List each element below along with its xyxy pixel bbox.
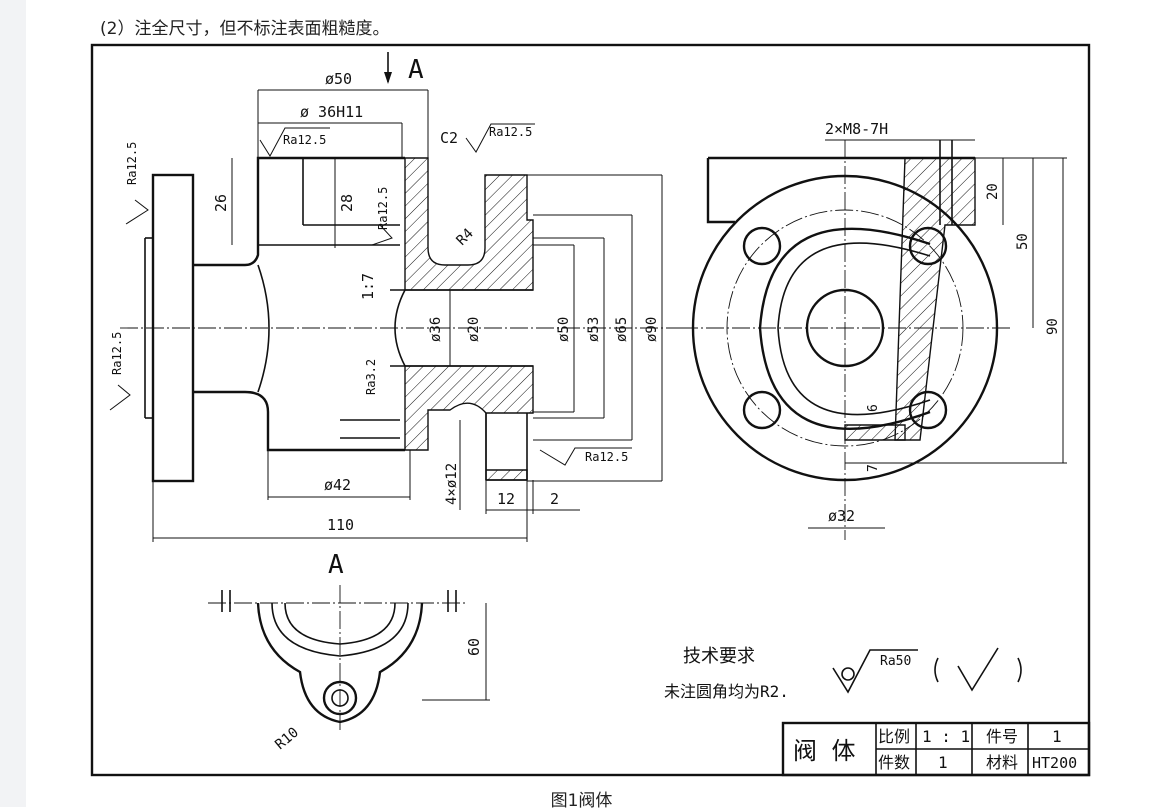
dim-c2: C2 bbox=[440, 129, 458, 147]
dim-r10: R10 bbox=[272, 725, 302, 754]
section-label-a-top: A bbox=[408, 55, 424, 85]
qty-value: 1 bbox=[938, 753, 948, 772]
notes-line1: 未注圆角均为R2. bbox=[664, 682, 789, 701]
dim-d50-right: 50 bbox=[1015, 233, 1031, 250]
dim-d53: ø53 bbox=[586, 317, 602, 342]
dim-d90: ø90 bbox=[644, 317, 660, 342]
dim-d6: 6 bbox=[866, 404, 881, 412]
notes-title: 技术要求 bbox=[683, 646, 755, 667]
dim-d28: 28 bbox=[338, 194, 356, 212]
ra-label-f: Ra3.2 bbox=[364, 359, 378, 395]
dim-d36h11: ø 36H11 bbox=[300, 103, 363, 121]
ra-label-a: Ra12.5 bbox=[283, 133, 326, 147]
left-margin-strip bbox=[0, 0, 26, 807]
side-view: 2×M8-7H 20 50 90 6 7 ø32 bbox=[680, 120, 1067, 540]
dim-d26: 26 bbox=[212, 194, 230, 212]
dim-d50-top: ø50 bbox=[325, 70, 352, 88]
material-value: HT200 bbox=[1032, 754, 1077, 772]
qty-label: 件数 bbox=[878, 753, 910, 772]
ra-label-e: Ra12.5 bbox=[376, 187, 390, 230]
dim-d50: ø50 bbox=[556, 317, 572, 342]
part-no-value: 1 bbox=[1052, 727, 1062, 746]
instruction-text: (2）注全尺寸，但不标注表面粗糙度。 bbox=[100, 19, 390, 39]
dim-thread: 2×M8-7H bbox=[825, 120, 888, 138]
dim-d7: 7 bbox=[866, 464, 881, 472]
dim-d36: ø36 bbox=[428, 317, 444, 342]
part-no-label: 件号 bbox=[986, 727, 1018, 746]
figure-caption: 图1阀体 bbox=[550, 791, 613, 811]
dim-d20-right: 20 bbox=[985, 183, 1001, 200]
technical-notes: 技术要求 未注圆角均为R2. Ra50 bbox=[664, 646, 1022, 701]
ra50-label: Ra50 bbox=[880, 654, 911, 669]
dim-d90-right: 90 bbox=[1045, 318, 1061, 335]
scale-label: 比例 bbox=[878, 727, 910, 746]
ra-label-b: Ra12.5 bbox=[489, 125, 532, 139]
drawing-frame bbox=[90, 43, 1091, 777]
main-view-dimensions: ø50 ø 36H11 C2 26 28 1:7 R4 ø36 ø20 ø50 … bbox=[152, 70, 663, 542]
scale-value: 1 : 1 bbox=[922, 727, 970, 746]
material-label: 材料 bbox=[986, 753, 1018, 772]
section-arrow-a: A bbox=[384, 52, 424, 85]
dim-d65: ø65 bbox=[614, 317, 630, 342]
dim-taper: 1:7 bbox=[359, 273, 377, 300]
dim-d42: ø42 bbox=[324, 476, 351, 494]
view-a: A 60 R10 bbox=[208, 550, 490, 753]
view-a-label: A bbox=[328, 550, 344, 580]
dim-holes: 4×ø12 bbox=[444, 463, 460, 505]
dim-d110: 110 bbox=[327, 516, 354, 534]
dim-d20: ø20 bbox=[466, 317, 482, 342]
dim-d12: 12 bbox=[497, 490, 515, 508]
dim-d32: ø32 bbox=[828, 507, 855, 525]
part-name: 阀 体 bbox=[793, 737, 855, 765]
dim-r4: R4 bbox=[454, 226, 477, 249]
ra-label-g: Ra12.5 bbox=[585, 450, 628, 464]
title-block: 阀 体 比例 1 : 1 件数 1 件号 1 材料 HT200 bbox=[781, 721, 1091, 777]
ra-label-d: Ra12.5 bbox=[110, 332, 124, 375]
dim-d2: 2 bbox=[550, 490, 559, 508]
ra-label-c: Ra12.5 bbox=[125, 142, 139, 185]
dim-d60: 60 bbox=[465, 638, 483, 656]
main-section-view bbox=[120, 156, 680, 483]
roughness-symbols: Ra12.5 Ra12.5 Ra12.5 Ra12.5 Ra12.5 Ra3.2… bbox=[109, 123, 632, 466]
